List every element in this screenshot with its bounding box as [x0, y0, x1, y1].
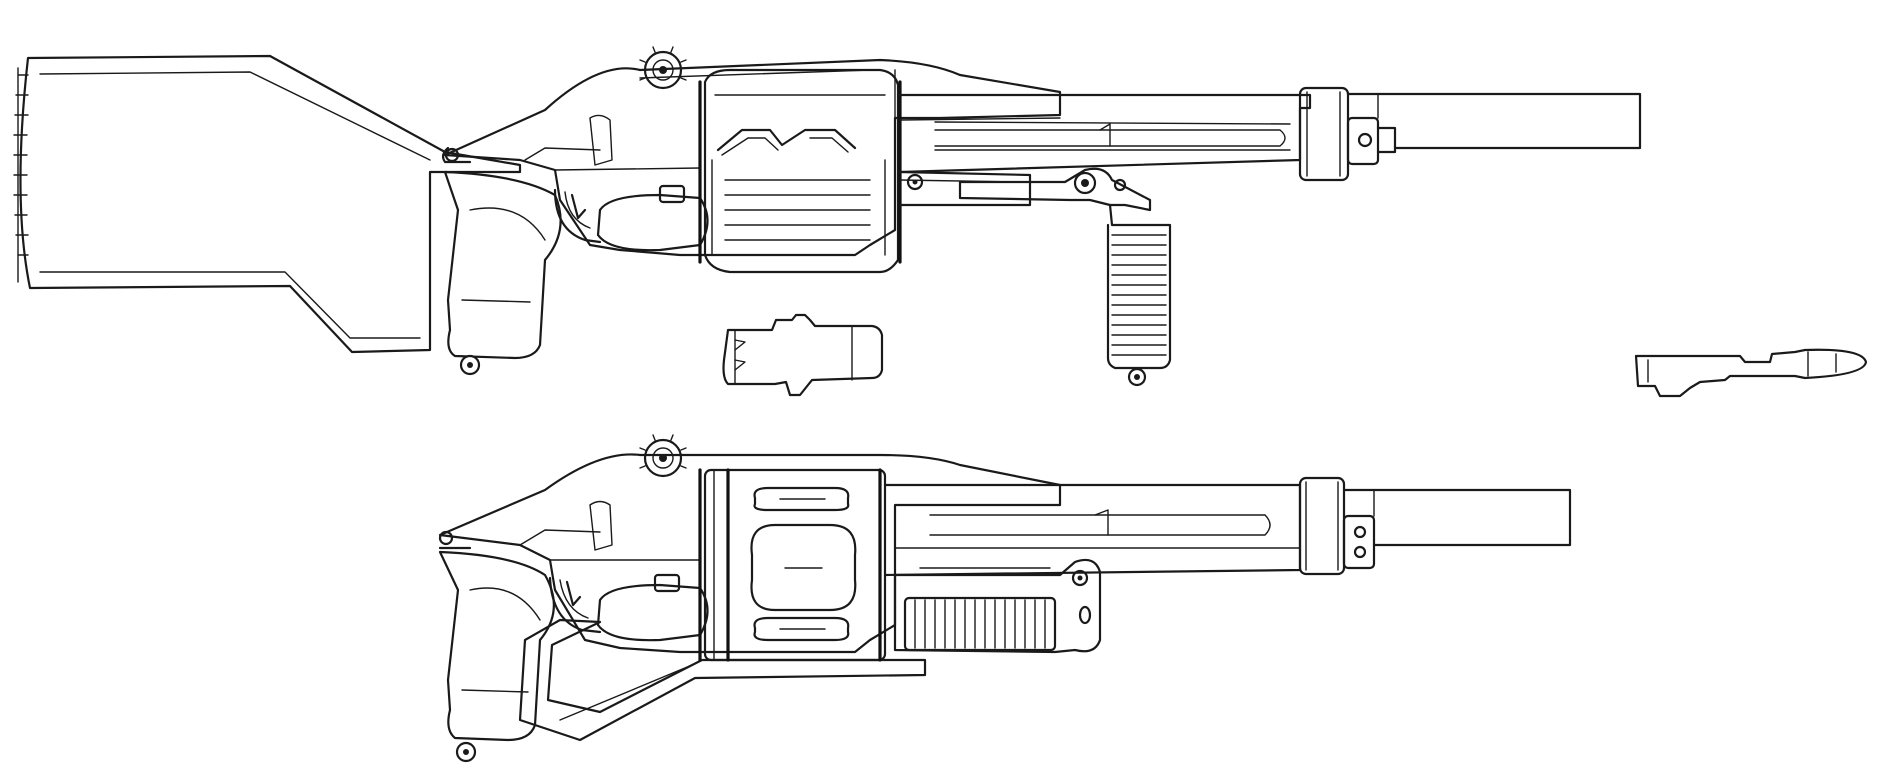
folded-stock — [520, 620, 925, 740]
cartridge — [724, 315, 883, 395]
upper-view — [14, 47, 1640, 385]
shoulder-stock — [14, 56, 520, 352]
lower-view — [440, 435, 1570, 761]
forward-grip — [900, 169, 1170, 385]
barrel — [900, 88, 1640, 180]
receiver-lower — [440, 454, 1060, 652]
pistol-grip-lower — [440, 552, 554, 761]
receiver — [445, 60, 1060, 255]
top-adjust-knob — [640, 47, 686, 88]
stock-hinge-pin-icon — [446, 149, 458, 161]
forend — [895, 560, 1100, 652]
projectile — [1636, 350, 1866, 396]
pistol-grip — [445, 172, 561, 374]
top-adjust-knob-lower — [640, 435, 686, 476]
rotary-cylinder — [700, 70, 900, 272]
rotary-cylinder-lower — [700, 470, 885, 660]
stock-hinge — [443, 148, 470, 162]
barrel-lower — [885, 478, 1570, 575]
